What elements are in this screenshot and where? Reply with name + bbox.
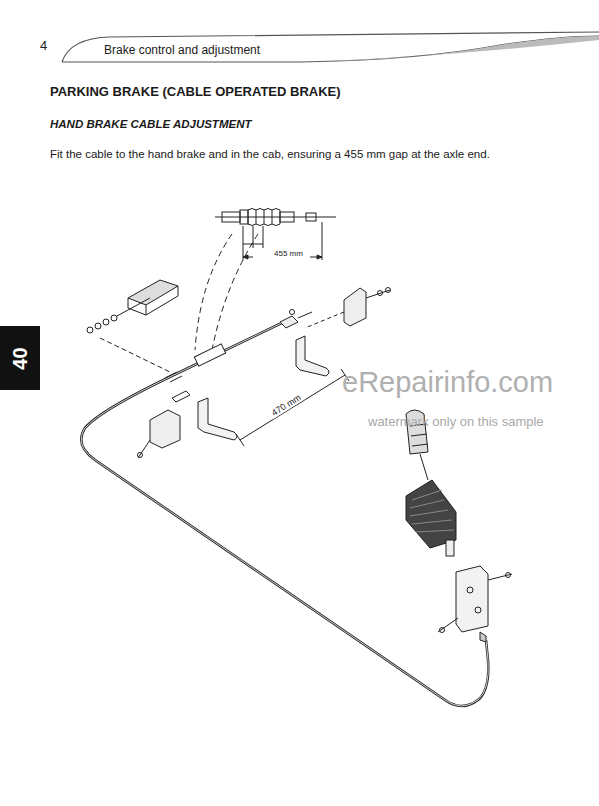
header-swoosh xyxy=(300,36,599,62)
detail-leader xyxy=(212,234,258,350)
dimension-label: 455 mm xyxy=(272,249,305,258)
brake-lever-arm xyxy=(280,310,329,377)
page-number: 4 xyxy=(40,38,47,53)
header-swoosh xyxy=(62,36,599,62)
cable-bracket xyxy=(87,280,178,372)
cable-bracket xyxy=(138,391,238,458)
section-tab: 40 xyxy=(0,326,40,390)
dimension-label: 470 mm xyxy=(268,391,304,419)
section-title: PARKING BRAKE (CABLE OPERATED BRAKE) xyxy=(50,84,341,99)
header-swoosh xyxy=(62,32,599,62)
dimension-line xyxy=(236,369,349,446)
watermark: eRepairinfo.com xyxy=(342,366,553,399)
running-header: Brake control and adjustment xyxy=(104,43,260,57)
hand-brake-lever xyxy=(406,410,512,642)
subsection-heading: HAND BRAKE CABLE ADJUSTMENT xyxy=(50,118,251,130)
cable-sleeve xyxy=(165,344,226,382)
instruction-text: Fit the cable to the hand brake and in t… xyxy=(50,148,490,160)
cable-bracket xyxy=(305,288,391,329)
watermark-note: watermark only on this sample xyxy=(368,414,544,429)
tab-label: 40 xyxy=(9,347,32,369)
cable-end-detail xyxy=(215,209,336,261)
detail-leader xyxy=(195,234,232,350)
